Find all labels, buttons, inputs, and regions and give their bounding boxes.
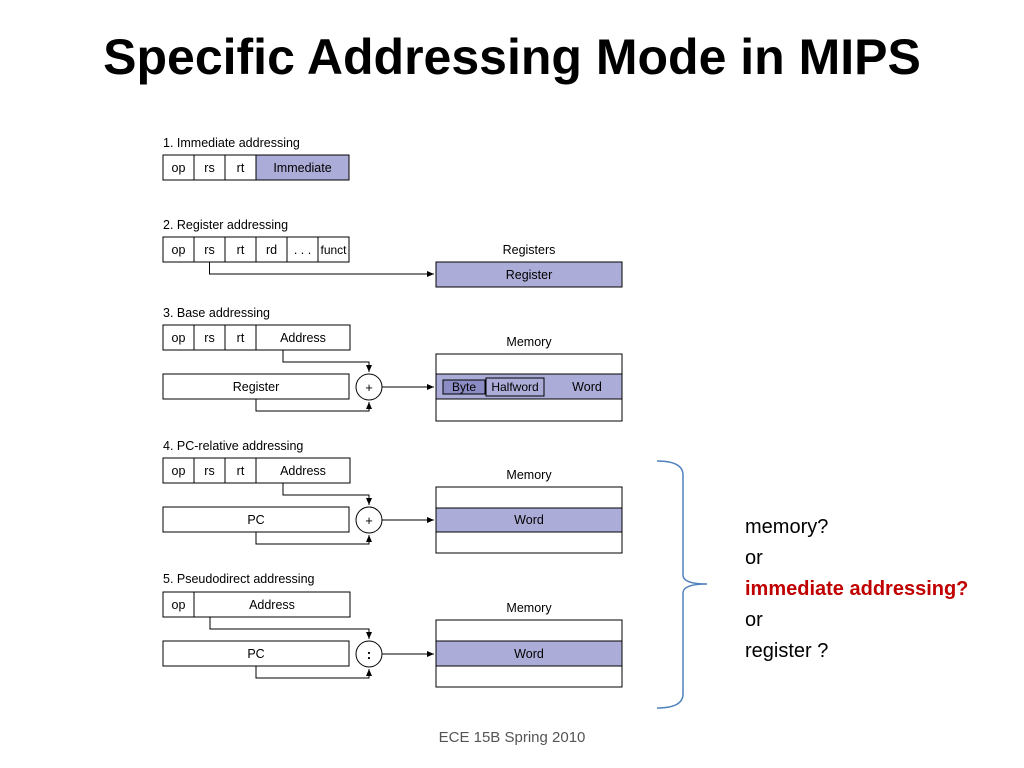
source-label: PC: [247, 513, 264, 527]
grouping-brace: [656, 460, 708, 709]
mode-immediate: 1. Immediate addressing op rs rt Immedia…: [162, 136, 350, 181]
memory-row: [435, 665, 623, 688]
pc-to-adder-arrow: [255, 532, 372, 545]
field-label: Address: [280, 331, 326, 345]
mode-register: 2. Register addressing op rs rt rd . . .…: [162, 218, 623, 288]
field-label: Immediate: [273, 161, 331, 175]
memory-row: [435, 486, 623, 509]
field-label: rs: [204, 161, 214, 175]
field-label: op: [172, 598, 186, 612]
memory-row: [435, 531, 623, 554]
field-rt: [224, 457, 257, 484]
field-label: . . .: [294, 243, 311, 257]
register-label: Register: [506, 268, 553, 282]
target-title: Registers: [503, 243, 556, 257]
target-title: Memory: [506, 601, 552, 615]
slide-title: Specific Addressing Mode in MIPS: [103, 29, 921, 85]
source-pc-box: [162, 506, 350, 533]
memory-row: [435, 398, 623, 422]
operator-symbol: :: [367, 646, 372, 662]
field-label: op: [172, 243, 186, 257]
field-op: [162, 591, 195, 618]
byte-box: [442, 379, 486, 395]
field-op: [162, 236, 195, 263]
operator-symbol: +: [365, 380, 373, 395]
field-label: rs: [204, 243, 214, 257]
address-to-concat-arrow: [209, 617, 372, 639]
halfword-box: [485, 377, 545, 397]
mode-pc-relative: 4. PC-relative addressing op rs rt Addre…: [162, 439, 623, 554]
memory-row-selected: [435, 640, 623, 667]
mode-heading: 3. Base addressing: [163, 306, 270, 320]
field-label: rt: [237, 464, 245, 478]
field-label: op: [172, 161, 186, 175]
field-address: [193, 591, 351, 618]
mode-base: 3. Base addressing op rs rt Address Regi…: [162, 306, 623, 422]
address-to-adder-arrow: [282, 350, 372, 372]
address-to-adder-arrow: [282, 483, 372, 505]
field-op: [162, 154, 195, 181]
source-pc-box: [162, 640, 350, 667]
word-label: Word: [572, 380, 602, 394]
memory-row: [435, 619, 623, 642]
mode-heading: 1. Immediate addressing: [163, 136, 300, 150]
mode-heading: 2. Register addressing: [163, 218, 288, 232]
field-label: rt: [237, 243, 245, 257]
byte-label: Byte: [452, 380, 476, 394]
field-label: Address: [249, 598, 295, 612]
field-rt: [224, 236, 257, 263]
field-rs: [193, 236, 226, 263]
field-label: op: [172, 464, 186, 478]
source-register-box: [162, 373, 350, 400]
field-label: rd: [266, 243, 277, 257]
field-label: op: [172, 331, 186, 345]
question-line-immediate: immediate addressing?: [745, 578, 969, 600]
source-label: Register: [233, 380, 280, 394]
target-title: Memory: [506, 468, 552, 482]
field-label: rt: [237, 161, 245, 175]
rs-to-register-arrow: [209, 262, 434, 277]
field-label: rt: [237, 331, 245, 345]
word-label: Word: [514, 513, 544, 527]
source-label: PC: [247, 647, 264, 661]
field-ellipsis: [286, 236, 319, 263]
question-line-or: or: [745, 609, 763, 631]
target-title: Memory: [506, 335, 552, 349]
field-label: funct: [320, 243, 347, 257]
question-block: memory? or immediate addressing? or regi…: [745, 512, 968, 667]
field-op: [162, 324, 195, 351]
memory-row: [435, 353, 623, 375]
field-label: rs: [204, 331, 214, 345]
halfword-label: Halfword: [491, 380, 538, 394]
mode-pseudodirect: 5. Pseudodirect addressing op Address PC…: [162, 572, 623, 688]
field-address: [255, 457, 351, 484]
question-line-or: or: [745, 547, 763, 569]
field-rd: [255, 236, 288, 263]
pc-to-concat-arrow: [255, 666, 372, 679]
field-op: [162, 457, 195, 484]
field-rt: [224, 154, 257, 181]
field-label: rs: [204, 464, 214, 478]
operator-symbol: +: [365, 513, 373, 528]
mode-heading: 5. Pseudodirect addressing: [163, 572, 315, 586]
question-line-register: register ?: [745, 640, 829, 662]
mode-heading: 4. PC-relative addressing: [163, 439, 303, 453]
word-label: Word: [514, 647, 544, 661]
field-label: Address: [280, 464, 326, 478]
register-cell: [435, 261, 623, 288]
field-funct: [317, 236, 350, 263]
field-rt: [224, 324, 257, 351]
field-immediate: [255, 154, 350, 181]
question-line-memory: memory?: [745, 516, 829, 538]
register-to-adder-arrow: [255, 399, 372, 412]
field-address: [255, 324, 351, 351]
footer-text: ECE 15B Spring 2010: [438, 729, 586, 746]
